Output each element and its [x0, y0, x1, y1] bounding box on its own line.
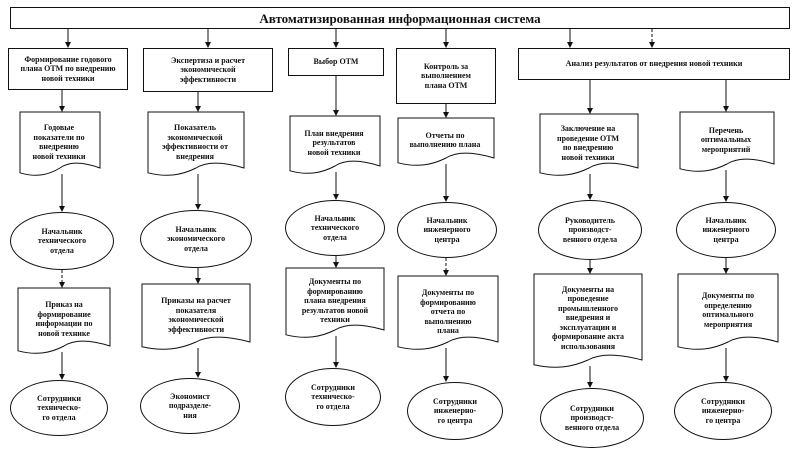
document-shape-7	[141, 283, 251, 350]
col2-actor2-ellipse: Сотрудники техническо- го отдела	[285, 368, 381, 426]
document-shape-4	[539, 113, 639, 176]
col4-header-box: Анализ результатов от внедрения новой те…	[518, 48, 790, 80]
col3-header-box: Контроль за выполнением плана ОТМ	[396, 48, 496, 104]
document-shape-3	[397, 117, 495, 166]
col2-actor1-ellipse: Начальник технического отдела	[285, 200, 385, 256]
document-shape-11	[677, 273, 779, 350]
col0-doc1-label: Годовые показатели по внедрению новой те…	[32, 123, 86, 161]
col1-doc2-label: Приказы на расчет показателя экономическ…	[161, 296, 231, 334]
col4-doc2-label: Документы на проведение промышленного вн…	[552, 284, 624, 351]
col4-actor1-ellipse: Руководитель производст- венного отдела	[538, 200, 642, 260]
document-shape-6	[17, 287, 111, 354]
col2-doc1-label: План внедрения результатов новой техники	[304, 128, 364, 157]
col0-actor1-ellipse: Начальник технического отдела	[10, 212, 114, 270]
col5-actor2-ellipse: Сотрудники инженерно- го центра	[674, 382, 772, 440]
col2-header-box: Выбор ОТМ	[288, 48, 384, 76]
document-shape-10	[533, 273, 643, 368]
col4-doc1-label: Заключение на проведение ОТМ по внедрени…	[557, 124, 619, 162]
col4-actor2-ellipse: Сотрудники производст- венного отдела	[540, 388, 644, 448]
col3-doc2-label: Документы по формированию отчета по выпо…	[420, 288, 476, 336]
col3-actor2-ellipse: Сотрудники инженерно- го центра	[407, 382, 503, 440]
system-title-box: Автоматизированная информационная систем…	[10, 7, 790, 29]
col1-actor2-ellipse: Экономист подразделе- ния	[140, 378, 240, 434]
col3-doc1-label: Отчеты по выполнению плана	[409, 130, 481, 150]
col3-actor1-ellipse: Начальник инженерного центра	[397, 202, 497, 258]
document-shape-0	[19, 111, 101, 176]
col1-doc1-label: Показатель экономической эффективности о…	[161, 123, 229, 161]
col2-doc2-label: Документы по формированию плана внедрени…	[301, 277, 369, 325]
document-shape-2	[289, 115, 381, 174]
col5-actor1-ellipse: Начальник инженерного центра	[676, 202, 776, 258]
col0-actor2-ellipse: Сотрудники техническо- го отдела	[10, 380, 108, 436]
col5-doc2-label: Документы по определению оптимального ме…	[701, 291, 755, 329]
document-shape-9	[397, 275, 499, 350]
col5-doc1-label: Перечень оптимальных мероприятий	[700, 125, 752, 154]
col0-doc2-label: Приказ на формирование информации по нов…	[35, 300, 93, 338]
document-shape-5	[679, 111, 775, 172]
document-shape-1	[147, 111, 245, 176]
col1-actor1-ellipse: Начальник экономического отдела	[140, 210, 252, 268]
col0-header-box: Формирование годового плана ОТМ по внедр…	[8, 48, 128, 90]
col1-header-box: Экспертиза и расчет экономической эффект…	[143, 48, 273, 92]
document-shape-8	[285, 267, 385, 338]
